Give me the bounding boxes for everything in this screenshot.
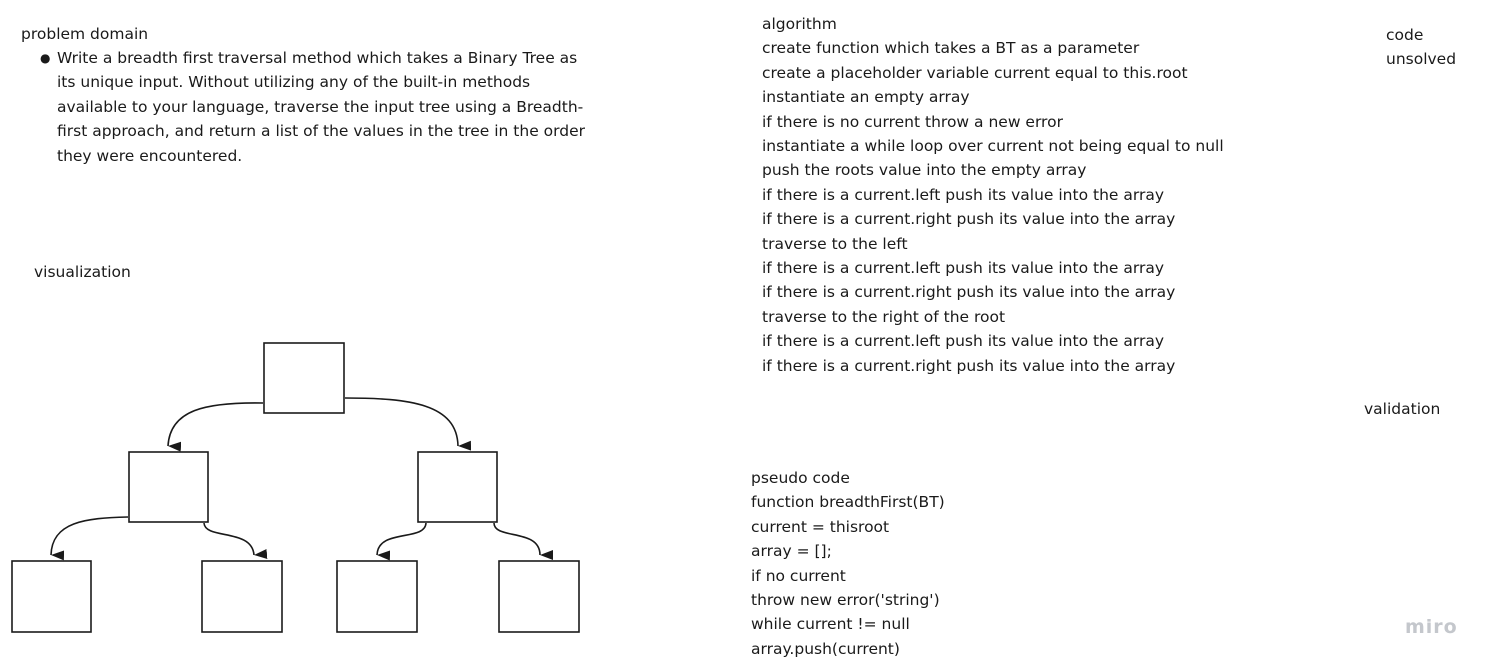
tree-node-root [263, 342, 345, 414]
algorithm-step: traverse to the right of the root [762, 307, 1006, 326]
miro-logo: miro [1405, 616, 1458, 638]
problem-domain-text: Write a breadth first traversal method w… [57, 46, 585, 168]
algorithm-step: if there is a current.right push its val… [762, 356, 1176, 375]
code-block: code unsolved [1386, 23, 1456, 72]
tree-node-left-right [201, 560, 283, 633]
algorithm-step: if there is a current.left push its valu… [762, 185, 1164, 204]
edge-root-left [167, 402, 264, 452]
pseudo-code-heading: pseudo code [751, 469, 850, 487]
code-status: unsolved [1386, 50, 1457, 69]
code-heading: code [1386, 26, 1424, 44]
pseudo-code-line: throw new error('string') [751, 591, 940, 610]
algorithm-heading: algorithm [762, 15, 837, 33]
bullet-dot-icon: ● [40, 51, 51, 65]
edge-right-right [493, 522, 554, 560]
problem-line: they were encountered. [57, 146, 243, 165]
tree-node-right-left [336, 560, 418, 633]
algorithm-step: if there is a current.left push its valu… [762, 332, 1164, 351]
tree-node-right-right [498, 560, 580, 633]
algorithm-step: create a placeholder variable current eq… [762, 63, 1188, 82]
edge-left-right [203, 522, 268, 560]
pseudo-code-line: if no current [751, 566, 846, 585]
algorithm-step: if there is no current throw a new error [762, 112, 1063, 131]
problem-line: Write a breadth first traversal method w… [57, 49, 578, 67]
pseudo-code-line: function breadthFirst(BT) [751, 493, 945, 512]
visualization-heading: visualization [34, 263, 131, 281]
tree-node-right [417, 451, 498, 523]
pseudo-code-line: array = []; [751, 542, 832, 561]
tree-node-left-left [11, 560, 92, 633]
edge-root-right [344, 397, 472, 451]
algorithm-step: if there is a current.right push its val… [762, 210, 1176, 229]
problem-line: first approach, and return a list of the… [57, 122, 585, 141]
pseudo-code-line: while current != null [751, 615, 910, 634]
pseudo-code-line: array.push(current) [751, 639, 900, 658]
problem-line: its unique input. Without utilizing any … [57, 73, 531, 92]
algorithm-block: algorithm create function which takes a … [762, 12, 1224, 378]
algorithm-step: instantiate an empty array [762, 88, 970, 107]
algorithm-step: create function which takes a BT as a pa… [762, 39, 1140, 58]
validation-heading: validation [1364, 400, 1441, 418]
algorithm-step: instantiate a while loop over current no… [762, 137, 1224, 156]
algorithm-step: if there is a current.left push its valu… [762, 259, 1164, 278]
algorithm-step: if there is a current.right push its val… [762, 283, 1176, 302]
edge-left-left [50, 516, 129, 561]
pseudo-code-line: current = thisroot [751, 517, 890, 536]
edge-right-left [376, 522, 427, 561]
pseudo-code-block: pseudo code function breadthFirst(BT) cu… [751, 466, 945, 661]
tree-node-left [128, 451, 209, 523]
algorithm-step: push the roots value into the empty arra… [762, 161, 1087, 180]
algorithm-step: traverse to the left [762, 234, 908, 253]
problem-domain-heading: problem domain [21, 25, 149, 43]
problem-line: available to your language, traverse the… [57, 97, 584, 116]
binary-tree-diagram [11, 342, 580, 633]
